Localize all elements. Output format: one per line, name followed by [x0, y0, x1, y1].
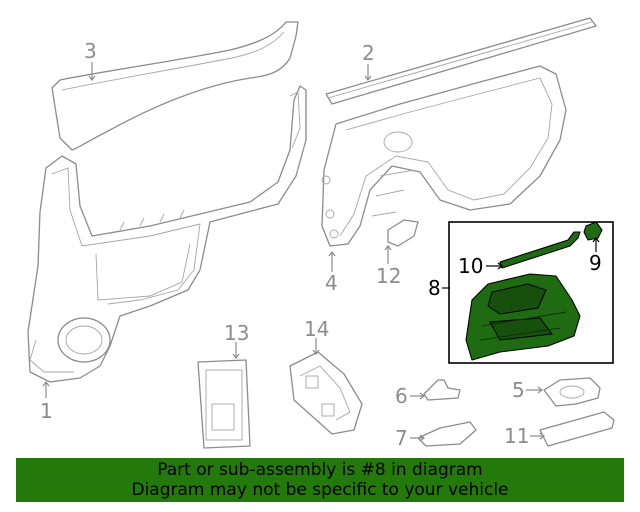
part-9-rod-clip	[583, 221, 603, 241]
part-2-belt-weatherstrip	[325, 17, 597, 105]
callout-13: 13	[224, 321, 249, 345]
part-7-bracket	[417, 421, 477, 447]
part-11-pad	[539, 411, 615, 447]
part-5-inside-handle	[543, 377, 601, 407]
callout-11: 11	[504, 424, 529, 448]
part-1-door-trim-panel	[27, 85, 307, 383]
callout-7: 7	[395, 426, 408, 450]
callout-3: 3	[84, 39, 97, 63]
callout-12: 12	[376, 264, 401, 288]
callout-leaders	[42, 62, 600, 442]
part-13-switch-bezel	[197, 359, 251, 449]
callout-6: 6	[395, 384, 408, 408]
callout-8: 8	[428, 276, 441, 300]
part-12-clip	[387, 219, 419, 247]
part-6-bracket	[423, 379, 461, 401]
callout-2: 2	[362, 41, 375, 65]
part-10-handle-rod	[499, 231, 581, 269]
callout-9: 9	[589, 251, 602, 275]
callout-5: 5	[512, 378, 525, 402]
part-4-inner-door-carrier	[321, 65, 567, 247]
callout-4: 4	[325, 271, 338, 295]
callout-14: 14	[304, 317, 329, 341]
banner-line-1: Part or sub-assembly is #8 in diagram	[157, 460, 483, 480]
part-3-window-trim	[51, 21, 299, 151]
exploded-parts-diagram: 3 2 1 4 12 13 14 6 7 5 11 10 9 8	[27, 17, 615, 450]
callout-1: 1	[40, 399, 53, 423]
callout-10: 10	[458, 254, 483, 278]
part-14-window-switch	[289, 351, 363, 435]
part-8-armrest-pull-handle	[465, 273, 581, 361]
banner-line-2: Diagram may not be specific to your vehi…	[131, 480, 509, 500]
info-banner: Part or sub-assembly is #8 in diagram Di…	[16, 458, 624, 502]
